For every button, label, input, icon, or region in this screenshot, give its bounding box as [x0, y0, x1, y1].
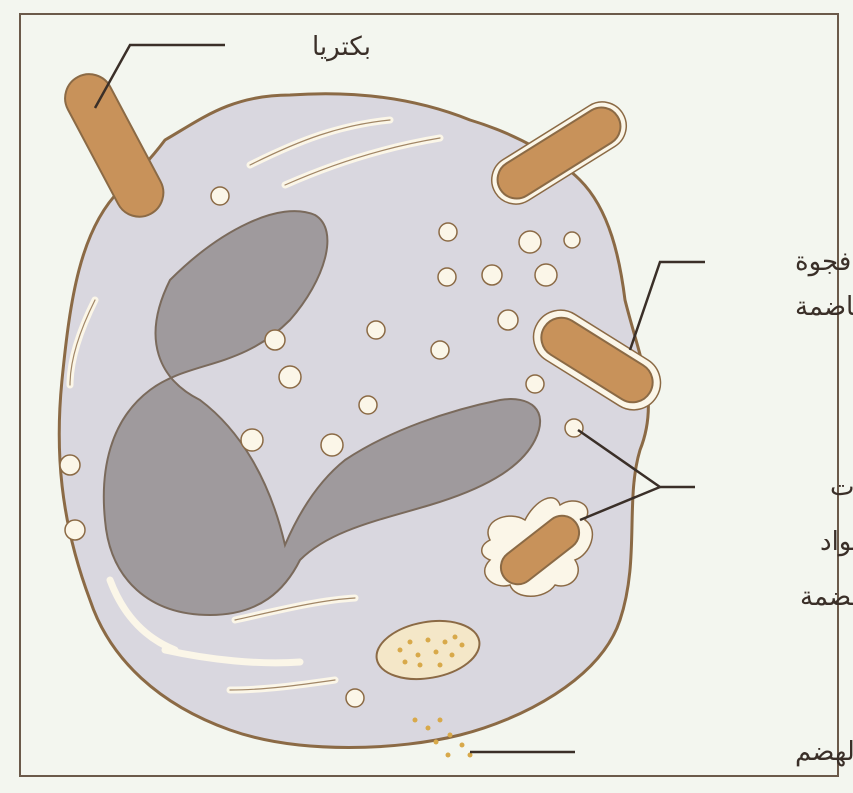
label-vesicles-1: حويصلات [830, 472, 853, 502]
vesicle [279, 366, 301, 388]
vesicle [60, 455, 80, 475]
vesicle [438, 268, 456, 286]
vesicle [535, 264, 557, 286]
vesicle [526, 375, 544, 393]
vesicle [241, 429, 263, 451]
vesicle [321, 434, 343, 456]
label-vesicles-3: هضمة [800, 582, 853, 612]
leader-vacuole [630, 262, 705, 350]
label-bacteria: بكتريا [312, 32, 371, 62]
vesicle [265, 330, 285, 350]
vesicle [367, 321, 385, 339]
label-digestive-vacuole-1: فجوة [795, 247, 851, 277]
label-digestive-vacuole-2: هاضمة [795, 292, 853, 322]
label-vesicles-2: بها مواد [820, 527, 853, 557]
label-digestion-waste: فضلات الهضم [795, 737, 853, 767]
vesicle [564, 232, 580, 248]
vesicle [482, 265, 502, 285]
vesicle [65, 520, 85, 540]
vesicle [565, 419, 583, 437]
vesicle [519, 231, 541, 253]
vesicle [498, 310, 518, 330]
vesicle [359, 396, 377, 414]
vesicle [439, 223, 457, 241]
vesicle [346, 689, 364, 707]
vesicle [211, 187, 229, 205]
vesicle [431, 341, 449, 359]
